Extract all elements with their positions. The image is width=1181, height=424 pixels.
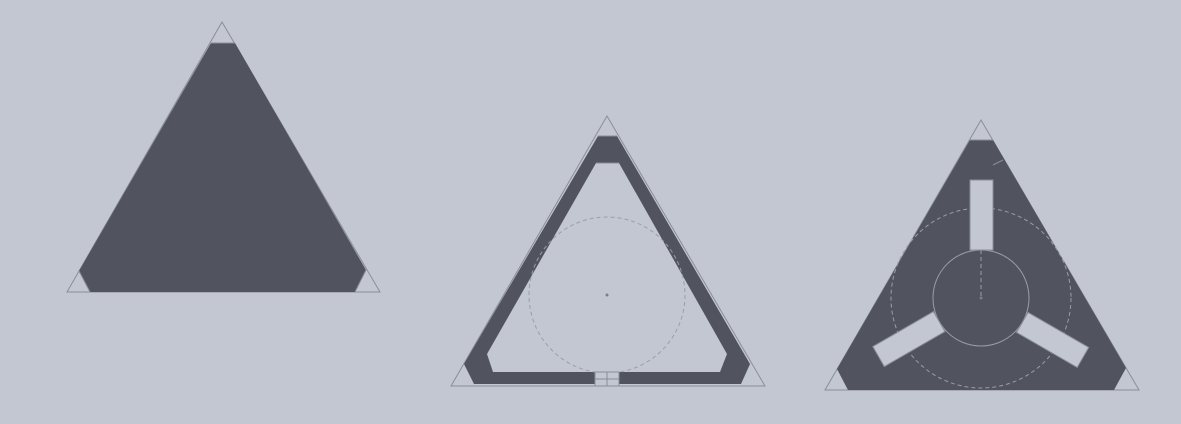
corner-cut-right — [354, 269, 367, 293]
slotted-triangle-plate — [824, 119, 1140, 391]
solid-triangle-body — [79, 43, 366, 292]
corner-cut-left — [78, 270, 91, 293]
solid-triangle-plate — [66, 21, 381, 293]
slotted-center-point — [979, 296, 983, 300]
slot-top — [969, 179, 994, 251]
center-point — [605, 293, 609, 297]
frame-body — [464, 136, 750, 384]
triangular-frame — [450, 115, 766, 387]
slot-left — [872, 310, 946, 368]
slot-right — [1015, 311, 1090, 369]
slot-top-leader — [992, 159, 1004, 166]
